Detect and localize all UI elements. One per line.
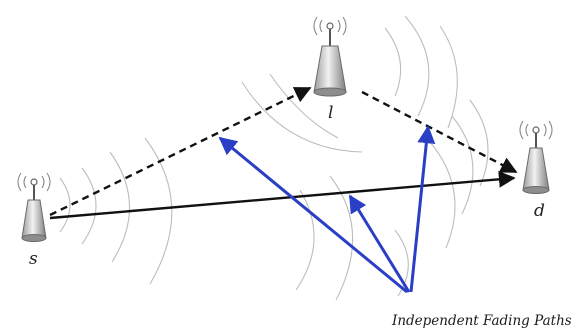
source-label: s xyxy=(29,249,38,269)
source-tower: s xyxy=(17,172,51,269)
relay-label: l xyxy=(328,103,333,123)
fading-arrows xyxy=(218,125,436,294)
fading-arrow-3 xyxy=(409,125,436,293)
destination-label: d xyxy=(534,201,545,221)
link-source-relay xyxy=(49,86,312,217)
caption: Independent Fading Paths xyxy=(391,313,571,329)
link-relay-destination xyxy=(361,90,518,174)
destination-tower: d xyxy=(519,120,553,221)
signal-icon xyxy=(519,120,553,140)
fading-arrow-2 xyxy=(348,194,411,293)
fading-arrow-1 xyxy=(218,136,408,294)
link-source-destination xyxy=(49,170,516,220)
wavefronts xyxy=(59,15,489,301)
relay-tower: l xyxy=(313,16,347,123)
links xyxy=(49,86,518,220)
